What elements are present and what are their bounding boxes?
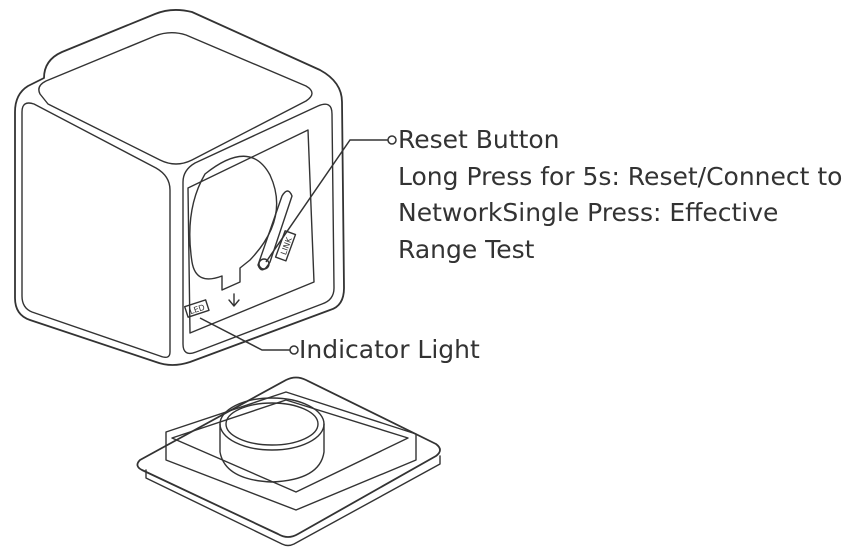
reset-leader-line	[265, 139, 388, 263]
reset-callout-line-3: NetworkSingle Press: Effective	[398, 198, 779, 227]
base-cylinder-body	[219, 423, 325, 483]
indicator-leader-line	[199, 317, 290, 351]
cube-outline	[14, 9, 345, 366]
mounting-base	[136, 376, 441, 547]
reset-leader	[265, 135, 397, 263]
indicator-leader	[199, 317, 299, 355]
base-frame-inner	[171, 399, 409, 493]
base-plate-rim	[145, 455, 441, 547]
front-recess	[187, 129, 315, 334]
cube-front-face	[182, 103, 335, 355]
indicator-light-callout: Indicator Light	[299, 332, 480, 369]
reset-button-hole	[258, 258, 270, 270]
base-frame-outer	[165, 391, 417, 511]
indicator-leader-dot	[289, 345, 299, 355]
reset-callout-line-2: Long Press for 5s: Reset/Connect to	[398, 161, 843, 191]
cube-top-face	[38, 32, 313, 165]
sensor-cube: LINK LED	[14, 9, 345, 366]
battery-cover	[189, 155, 278, 291]
cube-left-face	[21, 102, 171, 359]
reset-leader-dot	[387, 135, 397, 145]
base-cylinder-inner	[225, 402, 319, 446]
reset-button-slot	[257, 190, 293, 271]
reset-callout-line-1: Reset Button	[398, 125, 560, 154]
reset-callout-line-4: Range Test	[398, 234, 535, 264]
indicator-callout-label: Indicator Light	[299, 335, 480, 364]
reset-button-callout: Reset Button Long Press for 5s: Reset/Co…	[398, 122, 842, 268]
led-marking: LED	[183, 299, 210, 318]
down-arrow-icon	[228, 293, 240, 307]
